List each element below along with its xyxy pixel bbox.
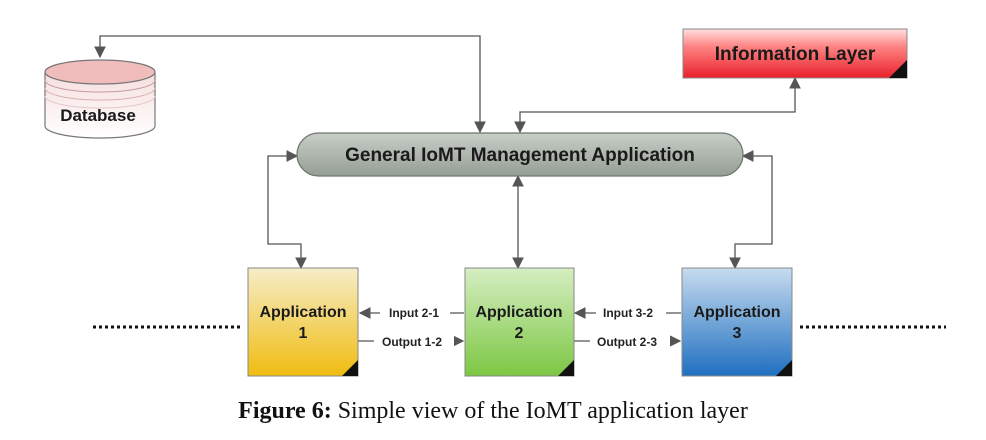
application-3-number: 3 xyxy=(733,325,742,342)
figure-caption-label: Figure 6: xyxy=(238,398,332,424)
mgmt-to-info-connector xyxy=(514,76,801,134)
application-2-label: Application xyxy=(475,304,562,321)
application-1-node: Application 1 xyxy=(247,267,359,377)
information-layer-node: Information Layer xyxy=(682,28,908,79)
iomt-layer-diagram: Input 2-1 Output 1-2 Input 3-2 Output 2-… xyxy=(44,28,946,377)
database-label: Database xyxy=(60,106,136,125)
application-1-label: Application xyxy=(259,304,346,321)
output-2-3-label: Output 2-3 xyxy=(597,335,657,349)
mgmt-to-app3-connector xyxy=(729,150,773,270)
application-3-label: Application xyxy=(693,304,780,321)
db-to-mgmt-connector xyxy=(94,35,486,134)
application-1-number: 1 xyxy=(299,325,308,342)
management-app-node: General IoMT Management Application xyxy=(296,132,744,177)
database-node: Database xyxy=(44,59,156,139)
application-2-number: 2 xyxy=(515,325,524,342)
application-3-node: Application 3 xyxy=(681,267,793,377)
figure-caption: Figure 6: Simple view of the IoMT applic… xyxy=(0,398,986,425)
figure-caption-text: Simple view of the IoMT application laye… xyxy=(337,398,748,424)
management-app-label: General IoMT Management Application xyxy=(345,145,695,166)
input-3-2-label: Input 3-2 xyxy=(603,306,653,320)
application-2-node: Application 2 xyxy=(464,267,575,377)
output-1-2-label: Output 1-2 xyxy=(382,335,442,349)
mgmt-to-app1-connector xyxy=(267,150,307,270)
input-2-1-label: Input 2-1 xyxy=(389,306,439,320)
information-layer-label: Information Layer xyxy=(715,44,876,65)
